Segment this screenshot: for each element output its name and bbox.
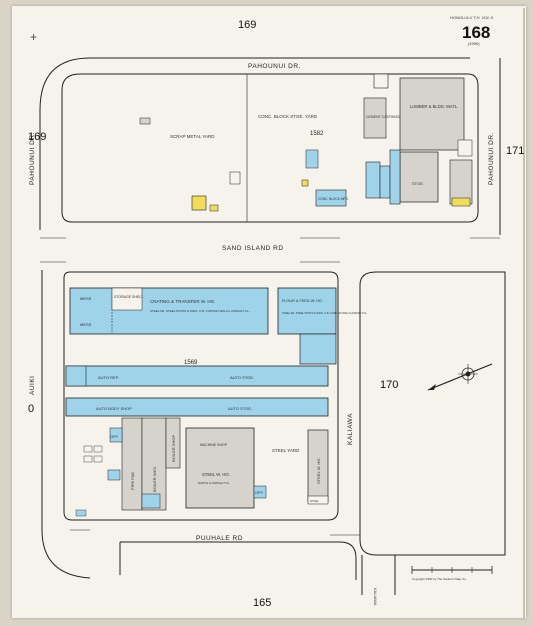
label-off: OFF. <box>110 434 119 439</box>
address-ticks <box>40 237 500 536</box>
south-block-outline <box>120 541 357 580</box>
flour-feed-extension <box>299 333 337 365</box>
auiki-road-edge <box>41 270 91 579</box>
label-steel-wh-east: STEEL W. HO. <box>316 457 321 484</box>
sheet-number: 168 <box>462 23 490 42</box>
crating-transfer-building <box>69 287 269 335</box>
label-crating-transfer: CRATING & TRANSFER W. HO. <box>150 299 215 304</box>
label-boiler-shop: BOILER SHOP <box>171 435 176 462</box>
label-stge-north: STGE. <box>412 181 424 186</box>
small-shed-yellow-3 <box>301 179 309 187</box>
small-off-steel <box>253 485 267 499</box>
road-label-auiki: AUIKI <box>29 376 36 395</box>
north-arrow-compass <box>427 363 493 391</box>
brick-building-north-2 <box>379 165 391 199</box>
small-shed-sw <box>141 493 161 509</box>
block-number-west: 169 <box>28 131 46 143</box>
label-steel-posts-note: STEEL FR. STEEL POSTS & SIDG. C.B. CURTA… <box>282 311 368 315</box>
copyright-note: Copyright 1990 by The Sanborn Map Co. <box>412 577 467 581</box>
conc-block-mfg-building <box>315 189 347 207</box>
brick-building-north-1 <box>365 161 381 199</box>
east-block-outline <box>359 271 506 556</box>
north-block-outline <box>61 73 479 223</box>
label-auto-stge-2: AUTO STGE. <box>228 406 252 411</box>
small-shed-yellow-2 <box>209 204 219 212</box>
small-dwellings-sw <box>75 445 103 517</box>
label-storage: STGE. <box>310 499 319 503</box>
road-label-kaliawa-small: KALIAWA <box>373 588 378 606</box>
small-off-blue-2 <box>107 469 121 481</box>
small-office-north <box>373 73 389 89</box>
small-shed-blue <box>305 149 319 169</box>
wh-east-north <box>449 159 473 205</box>
small-shed-north <box>139 117 151 125</box>
small-shed-center <box>229 171 241 185</box>
block-number-south: 165 <box>253 597 271 609</box>
label-boiler-wks: BOILER WKS. <box>152 466 157 492</box>
lumber-bldg-building <box>399 77 465 151</box>
label-flour-feed: FLOUR & FEED W. HO. <box>282 299 323 303</box>
boiler-shop-building <box>165 417 181 469</box>
brick-building-north-3 <box>389 149 401 205</box>
label-block-1582: 1582 <box>310 131 324 137</box>
steel-wh-building <box>185 427 255 509</box>
block-number-east-small: 171 <box>506 145 524 157</box>
crosshair-mark: + <box>30 30 37 44</box>
scale-bar <box>411 566 493 574</box>
cement-castings-building <box>363 97 387 139</box>
road-label-pahounui-left: PAHOUNUI DR. <box>29 132 36 185</box>
small-off-blue <box>109 427 123 443</box>
road-label-pahounui-right: PAHOUNUI DR. <box>488 132 495 185</box>
label-mess-1: MESS <box>80 296 92 301</box>
road-label-puuhale: PUUHALE RD <box>196 535 243 542</box>
year-note: (1990) <box>468 41 480 46</box>
middle-block-outline <box>63 271 339 521</box>
label-auto-body-shop: AUTO BODY SHOP <box>96 406 132 411</box>
label-mess-2: MESS <box>80 322 92 327</box>
label-pipe-fab: PIPE FAB. <box>130 471 135 490</box>
road-label-kaliawa: KALIAWA <box>347 413 354 445</box>
label-conc-block-mfg: CONC. BLOCK MFG. <box>318 197 349 201</box>
block-number-center-east: 170 <box>380 379 398 391</box>
road-label-sand-island: SAND ISLAND RD <box>222 245 284 252</box>
label-steel-frame-note: STEEL FR. STEEL POSTS & SIDG. C.B. CURTA… <box>150 309 250 313</box>
flour-feed-building <box>277 287 337 335</box>
frame-building-yellow <box>191 195 207 211</box>
auto-body-building <box>65 397 329 417</box>
auto-repair-corner <box>65 365 87 387</box>
label-scrap-metal-yard: SCRAP METAL YARD <box>170 134 215 139</box>
label-steel-yard: STEEL YARD <box>272 448 300 453</box>
left-margin-mark: 0 <box>28 403 34 415</box>
label-lumber-bldg: LUMBER & BLDG. MATL. <box>410 104 458 109</box>
stge-east-building <box>307 495 329 505</box>
label-machine-shop: MACHINE SHOP <box>200 443 228 447</box>
label-steel-wh-note: EARTH & ASPHALT FL. <box>198 481 230 485</box>
label-auto-rep: AUTO REP. <box>98 375 119 380</box>
label-steel-wh: STEEL W. HO. <box>202 472 230 477</box>
label-auto-stge-1: AUTO STGE. <box>230 375 254 380</box>
small-shed-east <box>457 139 473 157</box>
label-off-2: OFF. <box>255 490 264 495</box>
frame-shed-east <box>451 197 471 207</box>
block-number-north: 169 <box>238 19 256 31</box>
pahounui-road-edge-west <box>39 57 470 230</box>
road-label-pahounui-top: PAHOUNUI DR. <box>248 63 301 70</box>
volume-note: HONOLULU T.H. VOL 6 <box>450 15 494 20</box>
stge-north-building <box>399 151 439 203</box>
label-block-1569: 1569 <box>184 360 198 366</box>
label-storage-shelter: STORAGE SHELT. <box>114 295 144 299</box>
pipe-fab-building <box>121 417 143 511</box>
label-cement-castings: CEMENT CASTINGS <box>366 115 400 119</box>
storage-shelter <box>111 287 143 311</box>
label-conc-block-stge-yard: CONC. BLOCK STGE. YARD <box>258 114 318 119</box>
